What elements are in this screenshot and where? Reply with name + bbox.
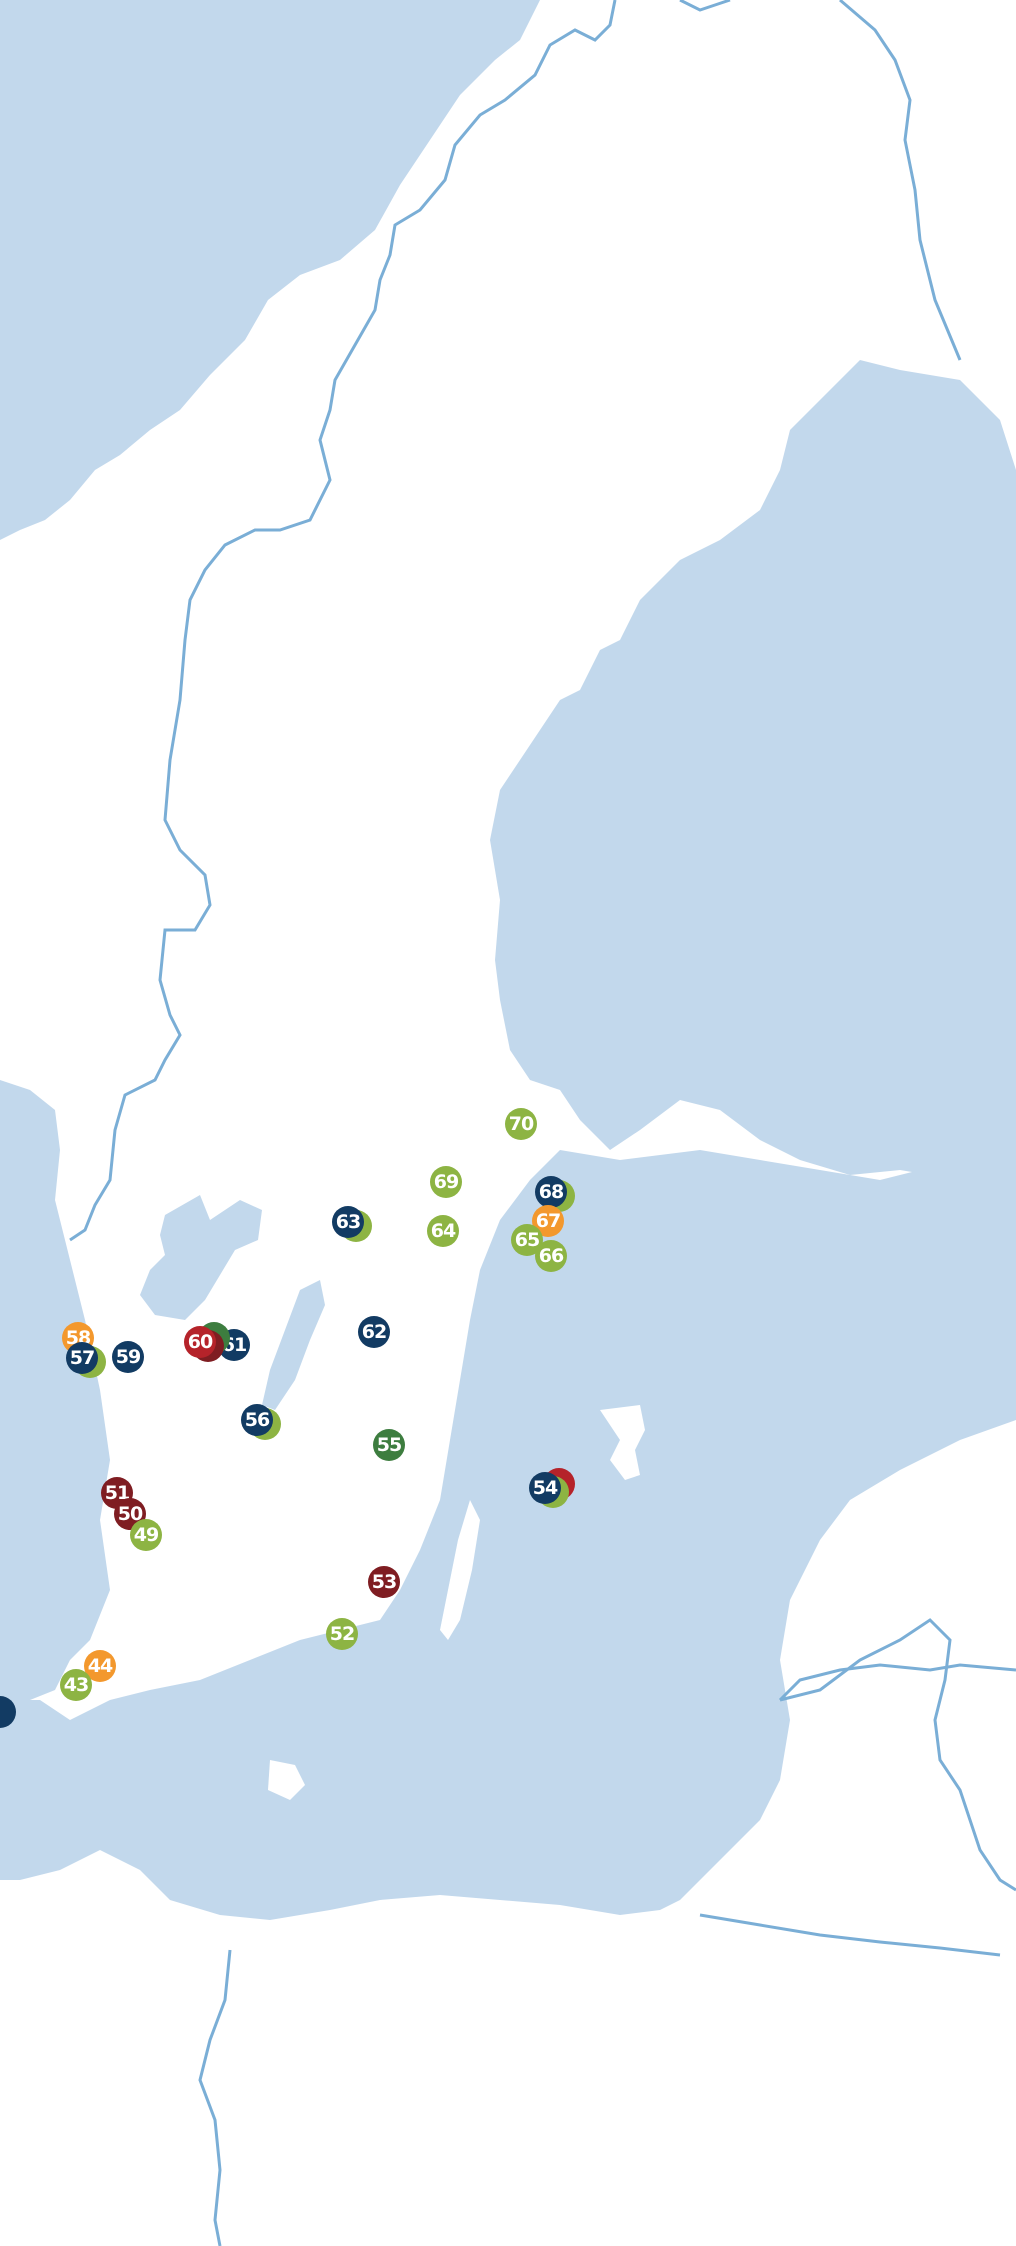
marker-label: 54 [533,1477,558,1499]
marker-circle [529,1472,561,1504]
marker-circle [84,1650,116,1682]
marker-label: 60 [188,1331,213,1353]
oland-island [440,1500,480,1640]
map-marker[interactable]: 52 [326,1618,358,1650]
marker-label: 69 [434,1171,458,1193]
marker-circle [532,1205,564,1237]
bornholm-island [268,1760,305,1800]
map-marker[interactable]: 69 [430,1166,462,1198]
map-marker[interactable]: 70 [505,1108,537,1140]
map-marker[interactable]: 64 [427,1215,459,1247]
marker-label: 59 [116,1346,140,1368]
marker-label: 49 [134,1524,158,1546]
map-marker[interactable]: 54 [529,1468,575,1508]
marker-circle [0,1696,16,1728]
marker-circle [332,1206,364,1238]
marker-label: 51 [105,1482,129,1504]
marker-label: 63 [336,1211,360,1233]
marker-label: 55 [377,1434,401,1456]
lake-vattern [262,1280,325,1410]
map-marker[interactable]: 63 [332,1206,372,1242]
kattegat-water [0,1080,110,1700]
north-sea-water [0,0,540,540]
map-marker[interactable]: 65 [511,1224,543,1256]
gulf-of-bothnia-water [490,360,1016,1180]
map-marker[interactable] [0,1696,16,1728]
marker-circle [368,1566,400,1598]
marker-circle [511,1224,543,1256]
country-borders [69,0,1016,2246]
marker-label: 65 [515,1229,539,1251]
marker-label: 52 [330,1623,354,1645]
marker-circle [358,1316,390,1348]
map-marker[interactable]: 62 [358,1316,390,1348]
marker-label: 57 [70,1347,94,1369]
marker-circle [505,1108,537,1140]
marker-circle [60,1669,92,1701]
water-areas [0,0,1016,1920]
map-marker[interactable]: 67 [532,1205,564,1237]
marker-circle [112,1341,144,1373]
marker-circle [130,1519,162,1551]
marker-label: 67 [536,1210,560,1232]
marker-label: 62 [362,1321,386,1343]
gotland-island [600,1405,645,1480]
estonia-latvia-border [778,1663,1016,1702]
marker-circle [326,1618,358,1650]
islands [268,1100,710,1800]
map-marker[interactable]: 44 [84,1650,116,1682]
marker-circle [241,1404,273,1436]
marker-circle [427,1215,459,1247]
baltic-sea-water [0,1150,1016,1920]
map-marker[interactable]: 66 [535,1240,567,1272]
map-marker[interactable]: 49 [130,1519,162,1551]
poland-kaliningrad-border [198,1949,232,2246]
map-marker[interactable]: 57 [66,1342,106,1378]
marker-label: 70 [509,1113,534,1135]
map-marker[interactable]: 43 [60,1669,92,1701]
russia-estonia-border [779,1618,1016,1892]
marker-label: 68 [539,1181,564,1203]
map-marker[interactable]: 56 [241,1404,281,1440]
marker-circle [535,1240,567,1272]
map-marker[interactable]: 68 [535,1176,575,1212]
marker-circle [373,1429,405,1461]
map-marker[interactable]: 59 [112,1341,144,1373]
marker-label: 56 [245,1409,270,1431]
marker-label: 66 [539,1245,564,1267]
marker-label: 44 [88,1655,113,1677]
gulf-of-finland-water [860,1160,1016,1270]
marker-label: 50 [118,1503,143,1525]
norway-sweden-border [69,0,617,1242]
marker-label: 43 [64,1674,88,1696]
marker-circle [66,1342,98,1374]
sweden-finland-border [679,0,962,361]
map-marker[interactable]: 53 [368,1566,400,1598]
marker-circle [535,1176,567,1208]
map-marker[interactable]: 55 [373,1429,405,1461]
marker-circle [430,1166,462,1198]
map-marker[interactable]: 60 [184,1322,230,1362]
marker-label: 64 [431,1220,456,1242]
marker-label: 53 [372,1571,396,1593]
latvia-lithuania-border [699,1913,1001,1957]
marker-circle [184,1326,216,1358]
lake-vanern [140,1195,262,1320]
aland-islands [670,1100,710,1140]
